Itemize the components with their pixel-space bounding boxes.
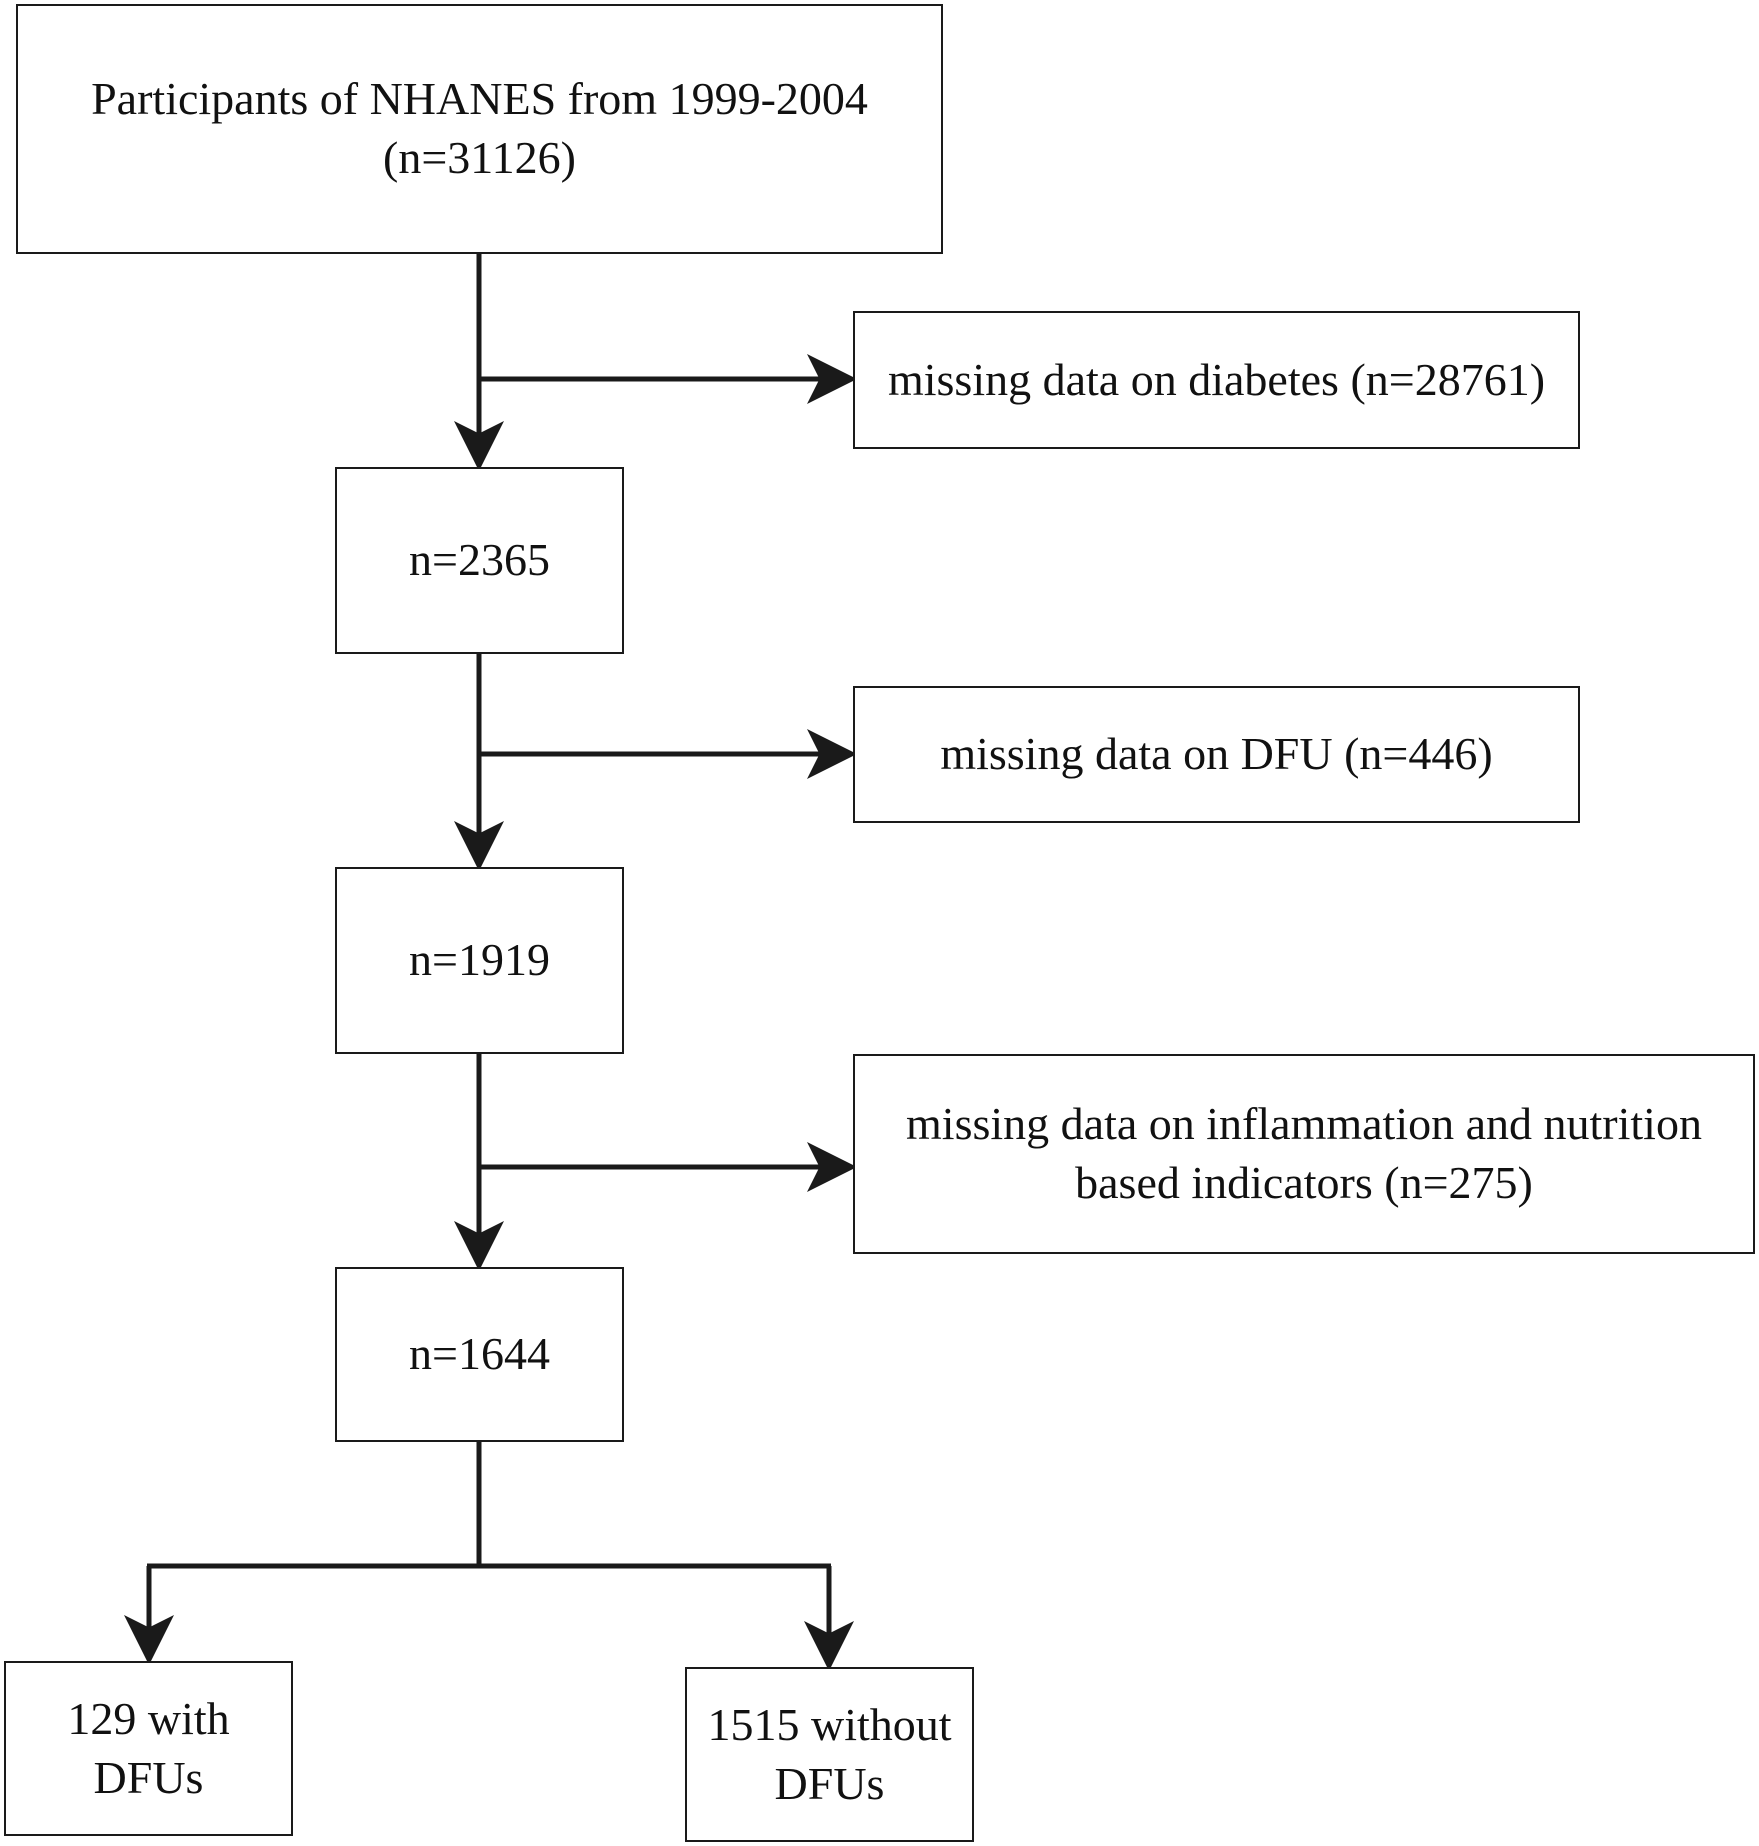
node-participants-line1: Participants of NHANES from 1999-2004	[91, 73, 868, 125]
node-excl-dfu: missing data on DFU (n=446)	[853, 686, 1580, 823]
node-excl-inflammation-line1: missing data on inflammation and nutriti…	[906, 1098, 1702, 1150]
node-excl-diabetes: missing data on diabetes (n=28761)	[853, 311, 1580, 449]
node-with-dfu-line1: 129 with	[67, 1692, 230, 1744]
node-n2365-line1: n=2365	[409, 534, 550, 586]
node-excl-diabetes-line1: missing data on diabetes (n=28761)	[887, 353, 1546, 405]
node-participants-line2: (n=31126)	[383, 132, 576, 183]
node-n1644: n=1644	[335, 1267, 624, 1442]
node-excl-inflammation: missing data on inflammation and nutriti…	[853, 1054, 1755, 1254]
node-with-dfu: 129 with DFUs	[4, 1661, 293, 1836]
node-without-dfu-line2: DFUs	[774, 1757, 885, 1809]
node-excl-dfu-line1: missing data on DFU (n=446)	[940, 728, 1493, 780]
node-n1919-line1: n=1919	[409, 934, 550, 986]
node-with-dfu-line2: DFUs	[93, 1751, 204, 1803]
node-without-dfu-line1: 1515 without	[707, 1698, 952, 1750]
node-without-dfu: 1515 without DFUs	[685, 1667, 974, 1842]
node-n2365: n=2365	[335, 467, 624, 654]
node-n1644-line1: n=1644	[409, 1328, 550, 1380]
node-excl-inflammation-line2: based indicators (n=275)	[1075, 1157, 1533, 1208]
node-n1919: n=1919	[335, 867, 624, 1054]
node-participants: Participants of NHANES from 1999-2004 (n…	[16, 4, 943, 254]
